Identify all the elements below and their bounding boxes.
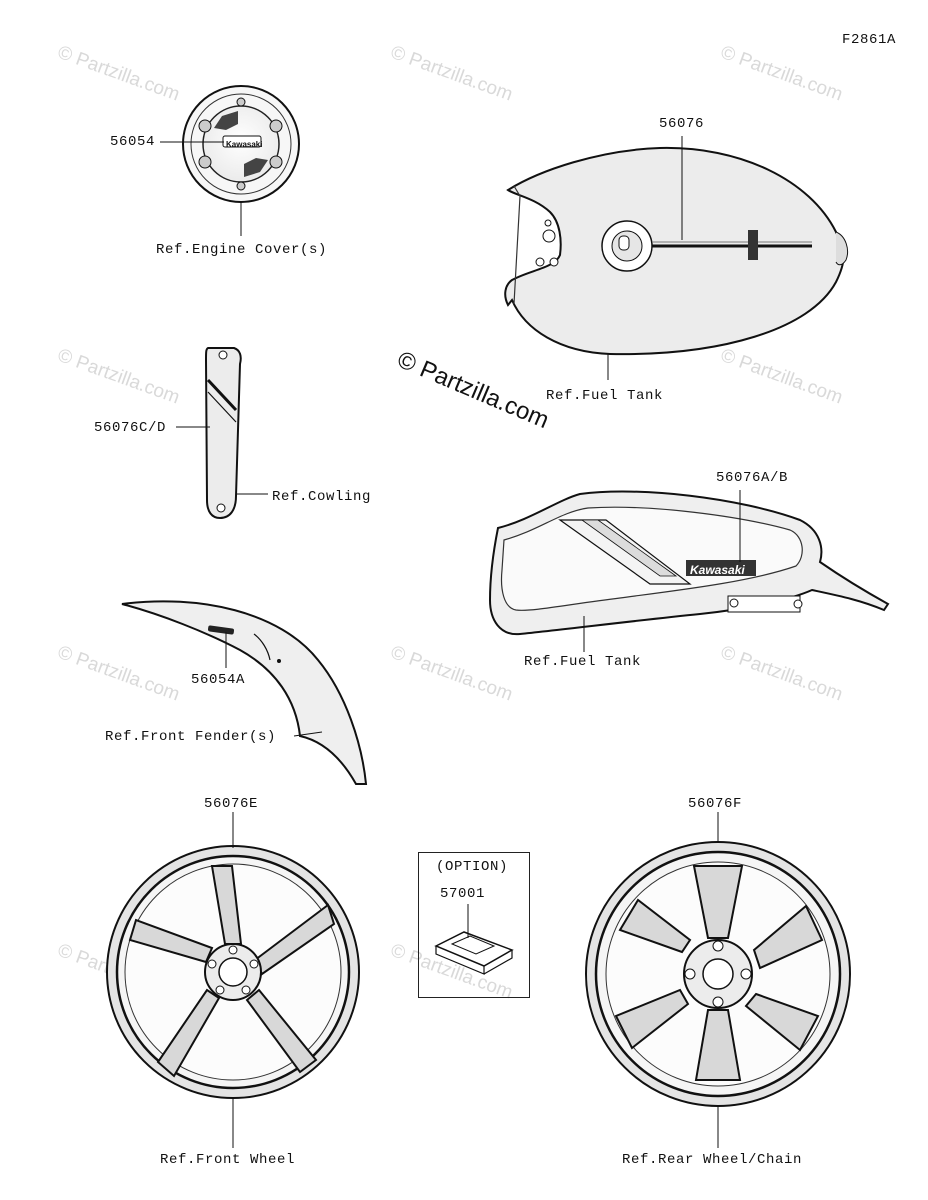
part-number-56076: 56076 [659, 116, 705, 132]
part-number-57001: 57001 [440, 886, 486, 902]
ref-cowling: Ref.Cowling [272, 489, 372, 505]
engine-cover-drawing [160, 85, 300, 236]
ref-rear-wheel: Ref.Rear Wheel/Chain [622, 1152, 803, 1168]
front-wheel-drawing [106, 812, 360, 1148]
engine-cover-emblem: Kawasaki [226, 140, 263, 149]
ref-front-fender: Ref.Front Fender(s) [105, 729, 277, 745]
tank-emblem: Kawasaki [690, 563, 745, 577]
rear-wheel-drawing [585, 812, 851, 1148]
ref-fuel-tank-side: Ref.Fuel Tank [524, 654, 642, 670]
part-number-56054: 56054 [110, 134, 156, 150]
front-fender-drawing [121, 600, 368, 785]
option-part-drawing [434, 904, 514, 975]
option-box [418, 852, 530, 998]
figure-code: F2861A [842, 32, 897, 48]
fuel-tank-top-drawing [504, 136, 849, 380]
ref-front-wheel: Ref.Front Wheel [160, 1152, 296, 1168]
part-number-56076f: 56076F [688, 796, 743, 812]
ref-engine-cover: Ref.Engine Cover(s) [156, 242, 328, 258]
part-number-56076ab: 56076A/B [716, 470, 789, 486]
ref-fuel-tank-top: Ref.Fuel Tank [546, 388, 664, 404]
option-label: (OPTION) [436, 859, 509, 875]
cowling-drawing [176, 347, 268, 520]
part-number-56076e: 56076E [204, 796, 259, 812]
part-number-56076cd: 56076C/D [94, 420, 167, 436]
part-number-56054a: 56054A [191, 672, 246, 688]
fuel-tank-side-drawing [488, 490, 890, 652]
